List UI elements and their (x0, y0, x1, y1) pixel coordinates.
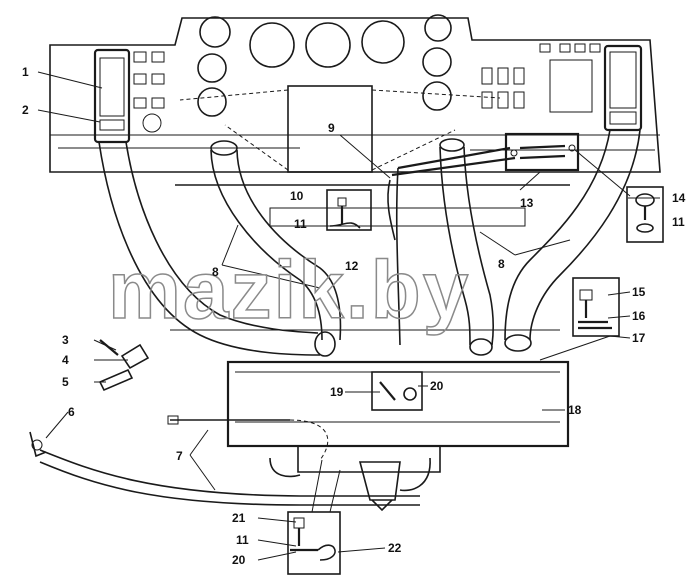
callout-11-right: 11 (672, 215, 685, 229)
detail-nut-washer (626, 186, 664, 243)
watermark: mazik.by (108, 245, 470, 336)
callout-1: 1 (22, 65, 29, 79)
callout-15: 15 (632, 285, 646, 299)
control-cable (387, 146, 516, 346)
callout-10: 10 (290, 189, 304, 203)
control-rod (29, 415, 420, 506)
gauge-small-6 (422, 81, 452, 111)
right-inner-air-duct (439, 138, 495, 356)
detail-screw-washer (371, 371, 423, 411)
callout-9: 9 (328, 121, 335, 135)
gauge-small-3 (197, 53, 227, 83)
gauge-small-4 (422, 47, 452, 77)
loose-fasteners (98, 339, 150, 392)
callout-17: 17 (632, 331, 646, 345)
heater-unit (226, 360, 570, 512)
detail-clamp-screw (326, 189, 372, 231)
callout-21: 21 (232, 511, 246, 525)
callout-20-bottom: 20 (232, 553, 246, 567)
callout-16: 16 (632, 309, 646, 323)
callout-12: 12 (345, 259, 359, 273)
gauge-large-2 (305, 22, 351, 68)
left-inner-air-duct (210, 140, 342, 341)
callout-2: 2 (22, 103, 29, 117)
callout-4: 4 (62, 353, 69, 367)
left-outer-air-duct (98, 141, 336, 357)
callout-11-bottom: 11 (236, 533, 249, 547)
callout-14: 14 (672, 191, 686, 205)
callout-18: 18 (568, 403, 582, 417)
gauge-small-5 (197, 87, 227, 117)
callout-11-top: 11 (294, 217, 307, 231)
callout-8-right: 8 (498, 257, 505, 271)
gauge-large-3 (361, 20, 405, 64)
callout-20-mid: 20 (430, 379, 444, 393)
gauge-small-2 (424, 14, 452, 42)
gauge-small-1 (199, 16, 231, 48)
callout-7: 7 (176, 449, 183, 463)
gauge-large-1 (249, 22, 295, 68)
right-outer-air-duct (504, 129, 641, 352)
left-air-vent (93, 48, 131, 144)
callout-8-left: 8 (212, 265, 219, 279)
callout-19: 19 (330, 385, 344, 399)
callout-22: 22 (388, 541, 402, 555)
callout-13: 13 (520, 196, 534, 210)
callout-5: 5 (62, 375, 69, 389)
callout-3: 3 (62, 333, 69, 347)
callout-6: 6 (68, 405, 75, 419)
right-air-vent (603, 44, 643, 132)
control-unit (504, 132, 580, 172)
dashboard-panel (49, 14, 661, 173)
callout-labels: 1 2 3 4 5 6 7 8 8 9 10 11 12 13 14 11 15… (22, 65, 686, 567)
leader-lines (37, 71, 660, 561)
detail-bottom-fastener (287, 511, 341, 575)
detail-bolt-assembly (572, 277, 620, 337)
